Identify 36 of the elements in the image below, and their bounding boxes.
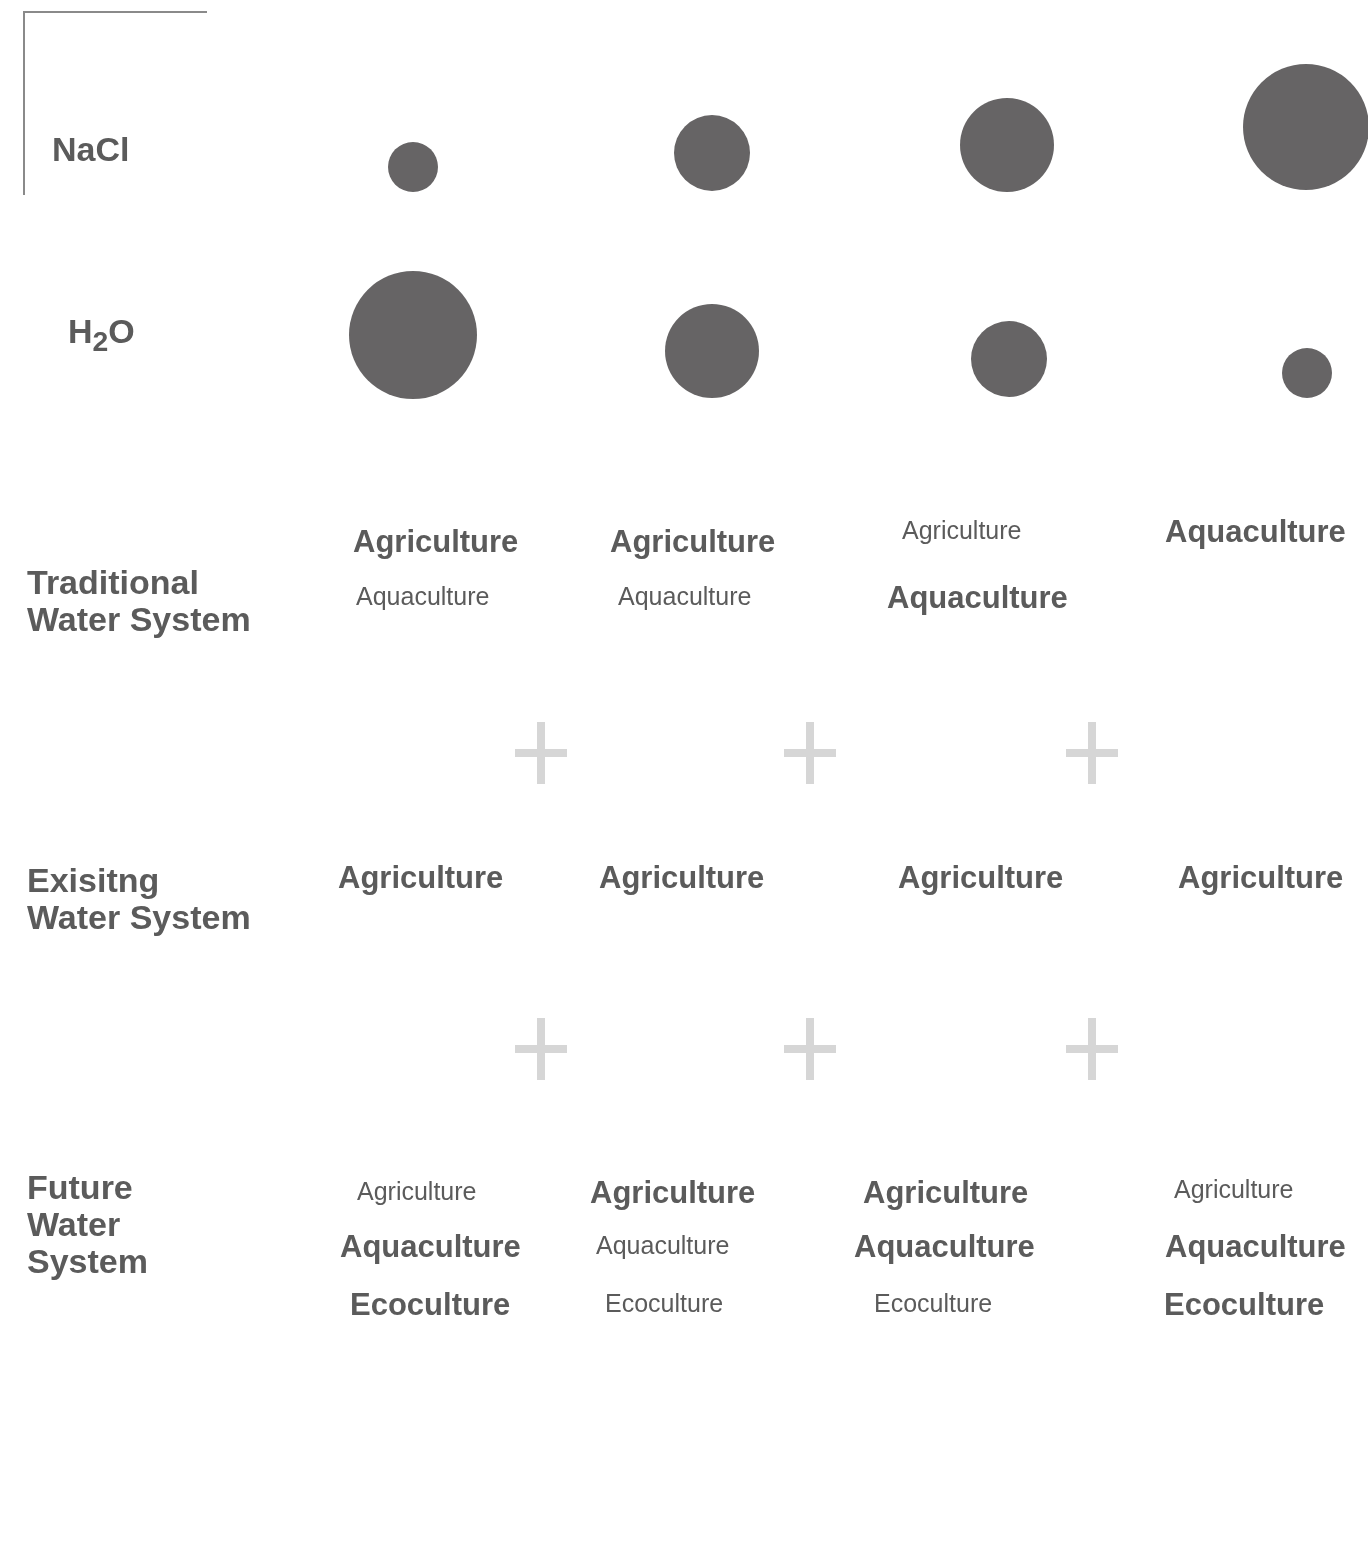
bubble-marker xyxy=(349,271,477,399)
row-item: Agriculture xyxy=(590,1175,756,1211)
row-item: Agriculture xyxy=(863,1175,1029,1211)
row-item: Ecoculture xyxy=(874,1288,993,1318)
row-item: Agriculture xyxy=(357,1176,477,1206)
row-item: Agriculture xyxy=(902,515,1022,545)
axis-label: NaCl xyxy=(52,130,130,170)
bubble-marker xyxy=(960,98,1054,192)
row-item: Aquaculture xyxy=(1165,514,1346,550)
row-item: Agriculture xyxy=(1178,860,1344,896)
row-heading: Traditional Water System xyxy=(27,563,252,638)
row-item: Aquaculture xyxy=(618,581,752,611)
row-item: Agriculture xyxy=(599,860,765,896)
row-item: Agriculture xyxy=(1174,1174,1294,1204)
row-item: Agriculture xyxy=(898,860,1064,896)
row-item: Agriculture xyxy=(353,524,519,560)
bubble-marker xyxy=(665,304,759,398)
row-item: Agriculture xyxy=(338,860,504,896)
bubble-marker xyxy=(674,115,750,191)
row-item: Ecoculture xyxy=(605,1288,724,1318)
bubble-marker xyxy=(971,321,1047,397)
row-heading: Exisitng Water System xyxy=(27,861,252,936)
row-item: Aquaculture xyxy=(887,580,1068,616)
row-heading: Future Water System xyxy=(27,1168,149,1280)
bubble-marker xyxy=(388,142,438,192)
row-item: Ecoculture xyxy=(1164,1287,1325,1323)
row-item: Aquaculture xyxy=(356,581,490,611)
row-item: Agriculture xyxy=(610,524,776,560)
bubble-marker xyxy=(1282,348,1332,398)
row-item: Aquaculture xyxy=(340,1229,521,1265)
axis-label: H$_{2}$O xyxy=(68,312,135,358)
bubble-marker xyxy=(1243,64,1368,190)
row-item: Aquaculture xyxy=(596,1230,730,1260)
row-item: Aquaculture xyxy=(854,1229,1035,1265)
row-item: Aquaculture xyxy=(1165,1229,1346,1265)
row-item: Ecoculture xyxy=(350,1287,511,1323)
